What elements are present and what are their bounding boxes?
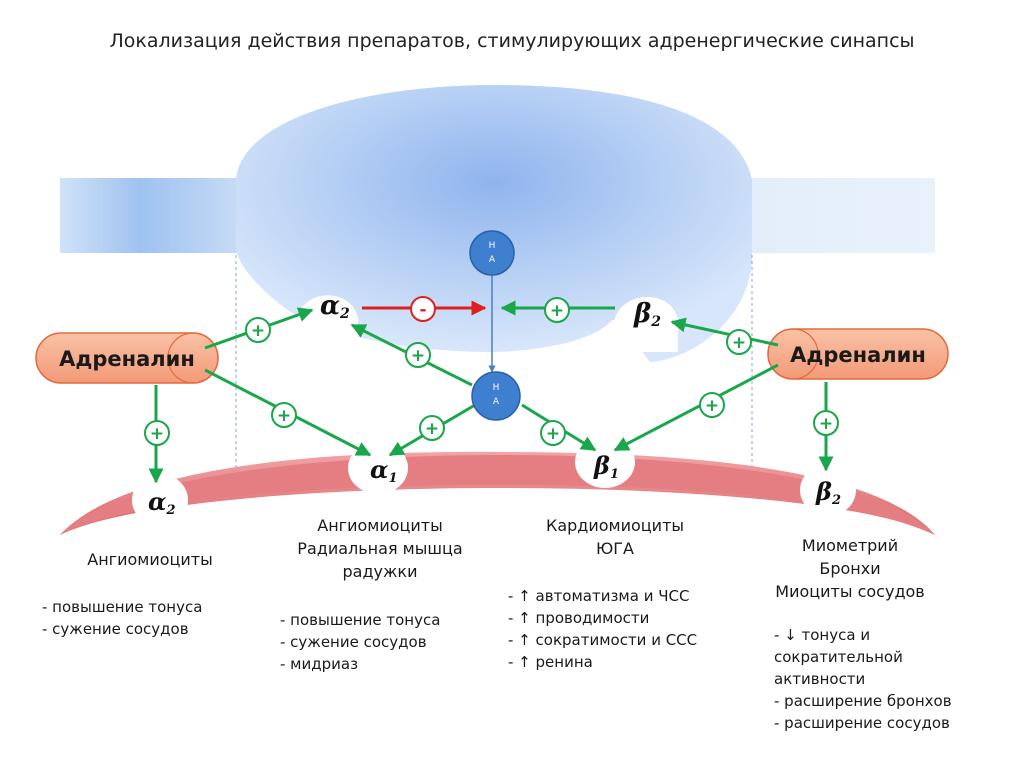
plus-sign: + <box>699 392 725 418</box>
svg-text:+: + <box>411 346 425 366</box>
axon-left <box>60 178 260 253</box>
receptor-post-beta1: β1 <box>593 451 619 482</box>
plus-sign: + <box>540 420 566 446</box>
col1-caption: Ангиомиоциты <box>87 550 213 569</box>
plus-sign: + <box>245 317 271 343</box>
col1-effects: - повышение тонуса - сужение сосудов <box>42 598 203 638</box>
svg-text:+: + <box>705 396 719 416</box>
plus-sign: + <box>271 402 297 428</box>
plus-sign: + <box>144 420 170 446</box>
svg-text:+: + <box>251 321 265 341</box>
mediator-top: Н А <box>469 230 515 276</box>
col2-effects: - повышение тонуса - сужение сосудов - м… <box>280 611 441 673</box>
svg-text:+: + <box>150 424 164 444</box>
svg-text:+: + <box>732 333 746 353</box>
receptor-presyn-beta2: β2 <box>633 299 661 330</box>
svg-text:+: + <box>550 301 564 321</box>
presynaptic-terminal <box>236 85 752 362</box>
adrenaline-left-label: Адреналин <box>59 347 195 371</box>
page-title: Локализация действия препаратов, стимули… <box>109 30 915 52</box>
arrow-adr-right-to-beta1 <box>613 363 779 452</box>
receptor-presyn-alpha2: α2 <box>320 291 350 322</box>
svg-text:А: А <box>489 255 496 265</box>
presyn-beta2-site <box>614 296 678 352</box>
svg-text:-: - <box>419 300 426 320</box>
effector-cell-body <box>60 455 935 535</box>
col3-caption: Кардиомиоциты ЮГА <box>545 516 685 558</box>
adrenaline-right-label: Адреналин <box>790 343 926 367</box>
svg-text:Н: Н <box>493 383 500 393</box>
svg-text:Н: Н <box>489 241 496 251</box>
plus-sign: + <box>544 297 570 323</box>
axon-right <box>735 178 935 253</box>
svg-text:+: + <box>819 414 833 434</box>
plus-sign: + <box>405 342 431 368</box>
svg-text:+: + <box>277 406 291 426</box>
plus-sign: + <box>813 410 839 436</box>
col3-effects: - ↑ автоматизма и ЧСС - ↑ проводимости -… <box>508 587 698 671</box>
receptor-post-alpha1: α1 <box>370 455 398 486</box>
mediator-bottom: Н А <box>471 371 521 421</box>
adrenaline-right-pill <box>767 328 949 380</box>
receptor-post-alpha2: α2 <box>148 487 176 518</box>
arrow-adr-right-to-beta2-presyn <box>670 317 779 347</box>
svg-text:А: А <box>493 397 500 407</box>
plus-sign: + <box>726 329 752 355</box>
col4-caption: Миометрий Бронхи Миоциты сосудов <box>775 536 925 601</box>
adrenaline-left-pill <box>35 332 219 384</box>
plus-sign: + <box>419 415 445 441</box>
svg-text:+: + <box>425 419 439 439</box>
minus-sign: - <box>410 296 436 322</box>
col4-effects: - ↓ тонуса и сократительной активности -… <box>774 626 952 732</box>
post-alpha2-site <box>132 474 188 526</box>
plus-signs: + + + + + + + + + + <box>144 297 839 446</box>
col2-caption: Ангиомиоциты Радиальная мышца радужки <box>297 516 463 581</box>
post-beta2-site <box>800 464 856 516</box>
svg-text:+: + <box>546 424 560 444</box>
receptor-post-beta2: β2 <box>815 477 841 508</box>
